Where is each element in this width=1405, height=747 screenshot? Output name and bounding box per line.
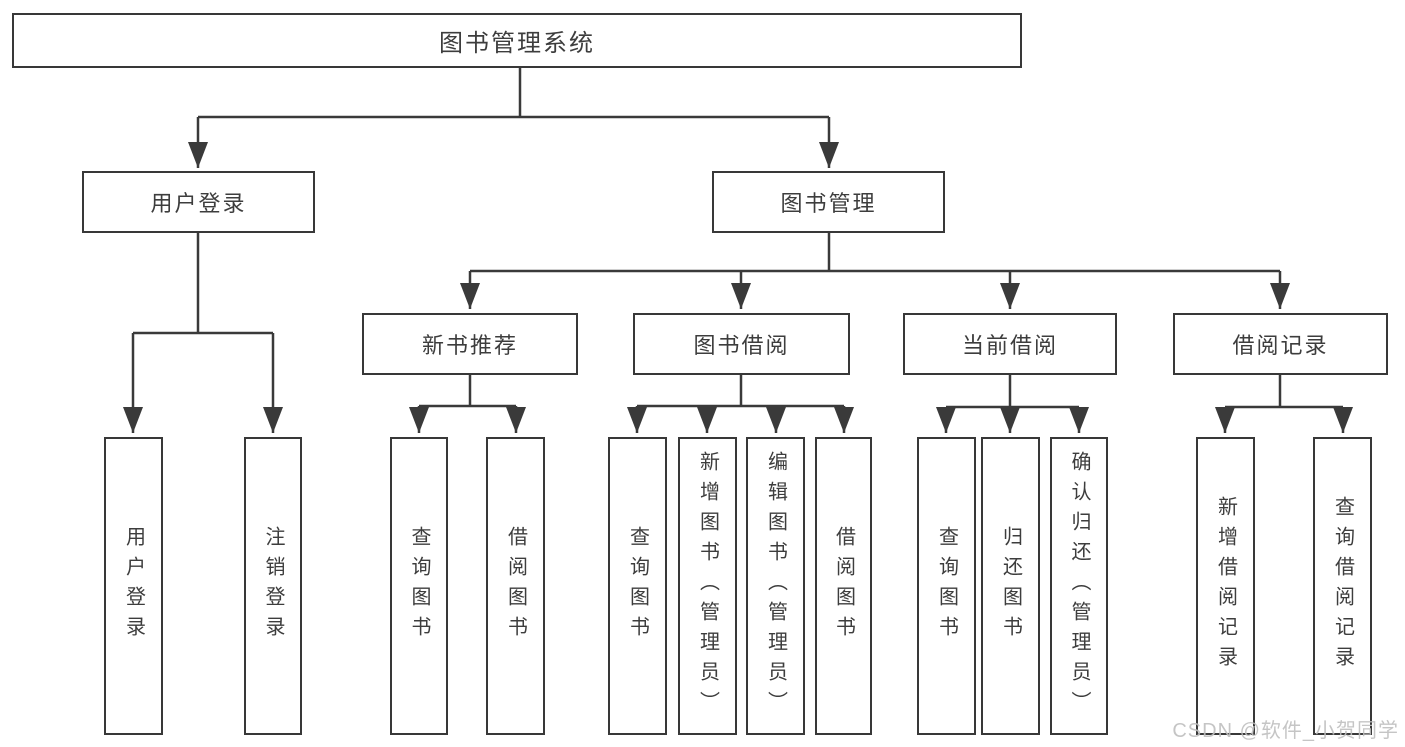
node-current-borrow: 当前借阅 [903, 313, 1117, 375]
leaf-return-book: 归还图书 [981, 437, 1040, 735]
node-label: 查询借阅记录 [1331, 496, 1354, 676]
node-label: 归还图书 [999, 526, 1022, 646]
connector-new-book [419, 375, 516, 408]
leaf-query-book-current: 查询图书 [917, 437, 976, 735]
node-label: 借阅图书 [504, 526, 527, 646]
node-new-book-recommend: 新书推荐 [362, 313, 578, 375]
leaf-borrow-book: 借阅图书 [815, 437, 872, 735]
node-label: 查询图书 [408, 526, 430, 646]
leaf-edit-book-admin: 编辑图书（管理员） [746, 437, 805, 735]
connector-book-management [470, 233, 1280, 273]
node-label: 新书推荐 [421, 333, 518, 358]
node-label: 查询图书 [935, 526, 958, 646]
node-label: 用户登录 [150, 191, 247, 216]
leaf-logout: 注销登录 [244, 437, 302, 735]
node-label: 当前借阅 [961, 333, 1058, 358]
leaf-borrow-book-recommend: 借阅图书 [486, 437, 545, 735]
connector-book-borrow [637, 375, 844, 408]
leaf-user-login: 用户登录 [104, 437, 163, 735]
node-label: 新增借阅记录 [1214, 496, 1237, 676]
node-label: 图书借阅 [693, 333, 790, 358]
csdn-watermark: CSDN @软件_小贺同学 [1172, 720, 1399, 742]
node-user-login: 用户登录 [82, 171, 315, 233]
node-label: 查询图书 [626, 526, 649, 646]
leaf-add-book-admin: 新增图书（管理员） [678, 437, 737, 735]
connector-root [198, 68, 829, 119]
leaf-query-book-borrow: 查询图书 [608, 437, 667, 735]
node-root-system: 图书管理系统 [12, 13, 1022, 68]
node-label: 注销登录 [262, 526, 284, 646]
connector-current-borrow [946, 375, 1079, 409]
node-book-borrow: 图书借阅 [633, 313, 850, 375]
leaf-query-book-recommend: 查询图书 [390, 437, 448, 735]
leaf-add-borrow-record: 新增借阅记录 [1196, 437, 1255, 735]
connector-borrow-records [1225, 375, 1343, 409]
node-label: 借阅记录 [1232, 333, 1329, 358]
leaf-query-borrow-record: 查询借阅记录 [1313, 437, 1372, 735]
node-label: 编辑图书（管理员） [764, 451, 787, 721]
connector-user-login [133, 233, 273, 335]
node-book-management: 图书管理 [712, 171, 945, 233]
node-borrow-records: 借阅记录 [1173, 313, 1388, 375]
leaf-confirm-return-admin: 确认归还（管理员） [1050, 437, 1108, 735]
node-label: 图书管理 [780, 191, 877, 216]
node-label: 确认归还（管理员） [1068, 451, 1090, 721]
node-label: 新增图书（管理员） [696, 451, 719, 721]
node-label: 用户登录 [122, 526, 145, 646]
node-label: 图书管理系统 [439, 30, 595, 57]
node-label: 借阅图书 [832, 526, 855, 646]
